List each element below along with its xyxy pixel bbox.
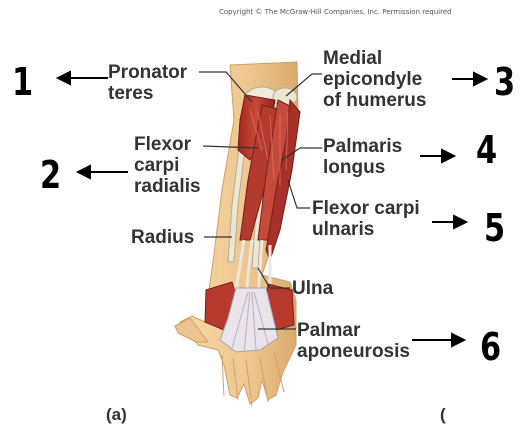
number-6: 6: [480, 328, 501, 366]
label-pl-line-2: longus: [323, 157, 402, 178]
label-radius: Radius: [131, 227, 194, 248]
label-medial-epicondyle: Medial epicondyle of humerus: [323, 48, 426, 111]
label-fcu-line-2: ulnaris: [312, 219, 420, 240]
panel-label-a: (a): [106, 405, 127, 425]
number-4: 4: [476, 131, 497, 169]
number-1: 1: [12, 63, 33, 101]
label-flexor-carpi-ulnaris: Flexor carpi ulnaris: [312, 198, 420, 240]
label-flexor-carpi-radialis: Flexor carpi radialis: [134, 134, 201, 197]
label-pronator-teres-line-1: Pronator: [108, 62, 187, 83]
label-palmar-aponeurosis: Palmar aponeurosis: [297, 320, 410, 362]
label-pa-line-1: Palmar: [297, 320, 410, 341]
label-pl-line-1: Palmaris: [323, 136, 402, 157]
label-pronator-teres: Pronator teres: [108, 62, 187, 104]
label-me-line-3: of humerus: [323, 90, 426, 111]
label-me-line-2: epicondyle: [323, 69, 426, 90]
label-fcr-line-1: Flexor: [134, 134, 201, 155]
number-5: 5: [484, 209, 505, 247]
label-me-line-1: Medial: [323, 48, 426, 69]
label-pa-line-2: aponeurosis: [297, 341, 410, 362]
label-fcr-line-3: radialis: [134, 176, 201, 197]
label-fcu-line-1: Flexor carpi: [312, 198, 420, 219]
number-2: 2: [40, 156, 61, 194]
number-3: 3: [494, 63, 515, 101]
label-pronator-teres-line-2: teres: [108, 83, 187, 104]
label-palmaris-longus: Palmaris longus: [323, 136, 402, 178]
label-fcr-line-2: carpi: [134, 155, 201, 176]
label-ulna: Ulna: [292, 278, 333, 299]
panel-label-b-partial: (: [440, 405, 446, 425]
leader-flexor-carpi-ulnaris: [288, 180, 310, 208]
